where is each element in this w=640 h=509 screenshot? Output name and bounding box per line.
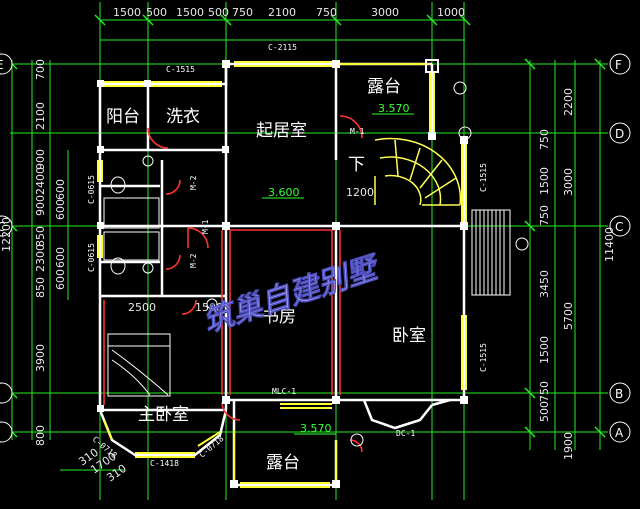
- room-label-balcony-top: 露台: [367, 77, 401, 97]
- left-dimension-total: 12200: [0, 217, 13, 252]
- door-tag: DC-1: [396, 429, 415, 438]
- window-tag: C-1515: [479, 343, 488, 372]
- left-dimension-small: 600: [54, 199, 67, 220]
- windows: [97, 61, 467, 488]
- left-dimension: 700: [34, 59, 47, 80]
- bath-fixtures: [103, 155, 160, 275]
- right-dimension: 1500: [538, 336, 551, 364]
- room-label-master-bedroom: 主卧室: [138, 405, 189, 425]
- top-dimension: 500: [146, 6, 167, 19]
- grid-label-b: B: [615, 387, 623, 401]
- grid-label-f: F: [615, 58, 622, 72]
- top-dimension: 2100: [268, 6, 296, 19]
- elevation-mark: 3.570: [378, 102, 410, 115]
- left-dimension: 850: [34, 277, 47, 298]
- inner-dimension: 2500: [128, 301, 156, 314]
- room-label-study: 书房: [262, 307, 296, 327]
- top-dimension: 750: [316, 6, 337, 19]
- grid-label-e: E: [0, 58, 4, 72]
- grid-label-d: D: [615, 127, 624, 141]
- right-dimension: 3450: [538, 270, 551, 298]
- stair-down-label: 下: [348, 155, 365, 175]
- left-dimension-small: 600: [54, 179, 67, 200]
- exterior-stair: [471, 209, 511, 296]
- spiral-stair: [374, 137, 462, 206]
- left-dimension: 2400: [34, 167, 47, 195]
- top-dimension: 500: [208, 6, 229, 19]
- top-dimension: 750: [232, 6, 253, 19]
- room-label-bedroom: 卧室: [392, 326, 426, 346]
- door-tag: M-1: [350, 127, 365, 136]
- left-dimension: 850: [34, 226, 47, 247]
- left-dimension: 3900: [34, 344, 47, 372]
- top-dimension: 1000: [437, 6, 465, 19]
- left-dimension: 800: [34, 425, 47, 446]
- grid-bubbles: [0, 53, 631, 443]
- right-dimension: 2200: [562, 88, 575, 116]
- room-label-laundry: 洗衣: [166, 107, 200, 127]
- right-dimension: 1500: [538, 167, 551, 195]
- inner-dimension: 1200: [346, 186, 374, 199]
- right-dimension: 750: [538, 129, 551, 150]
- inner-dimension: 1500: [195, 301, 223, 314]
- room-label-balcony-left: 阳台: [106, 107, 140, 127]
- columns: [97, 59, 468, 488]
- window-tag: C-2115: [268, 43, 297, 52]
- grid-label-c: C: [615, 220, 623, 234]
- door-tag: M-2: [189, 253, 198, 268]
- elevation-mark: 3.600: [268, 186, 300, 199]
- right-dimension: 500: [538, 401, 551, 422]
- right-dimension-total: 11400: [603, 227, 616, 262]
- right-dimension: 750: [538, 205, 551, 226]
- right-dimension: 750: [538, 381, 551, 402]
- door-tag: MLC-1: [272, 387, 296, 396]
- level-symbols: [206, 81, 529, 447]
- door-tag: M-2: [189, 175, 198, 190]
- window-tag: C-0615: [87, 243, 96, 272]
- right-dimension: 1900: [562, 432, 575, 460]
- top-dimension: 1500: [176, 6, 204, 19]
- left-dimension-small: 600: [54, 269, 67, 290]
- room-label-balcony-bottom: 露台: [266, 453, 300, 473]
- grid-label-a: A: [615, 426, 624, 440]
- door-tag: M-1: [201, 219, 210, 234]
- left-dimension: 900: [34, 149, 47, 170]
- left-dimension: 900: [34, 195, 47, 216]
- top-dimension: 1500: [113, 6, 141, 19]
- left-dimension: 2300: [34, 244, 47, 272]
- window-tag: C-0615: [87, 175, 96, 204]
- master-bed: [107, 333, 171, 397]
- room-label-living: 起居室: [256, 121, 307, 141]
- window-tag: C-1418: [150, 459, 179, 468]
- left-dimension-small: 600: [54, 247, 67, 268]
- doors: [103, 115, 363, 453]
- window-tag: C-1515: [479, 163, 488, 192]
- grid-label-c-left: C: [0, 220, 5, 234]
- top-dimension: 3000: [371, 6, 399, 19]
- window-tag: C-1515: [166, 65, 195, 74]
- right-dimension: 3000: [562, 168, 575, 196]
- right-dimension: 5700: [562, 302, 575, 330]
- elevation-mark: 3.570: [300, 422, 332, 435]
- left-dimension: 2100: [34, 102, 47, 130]
